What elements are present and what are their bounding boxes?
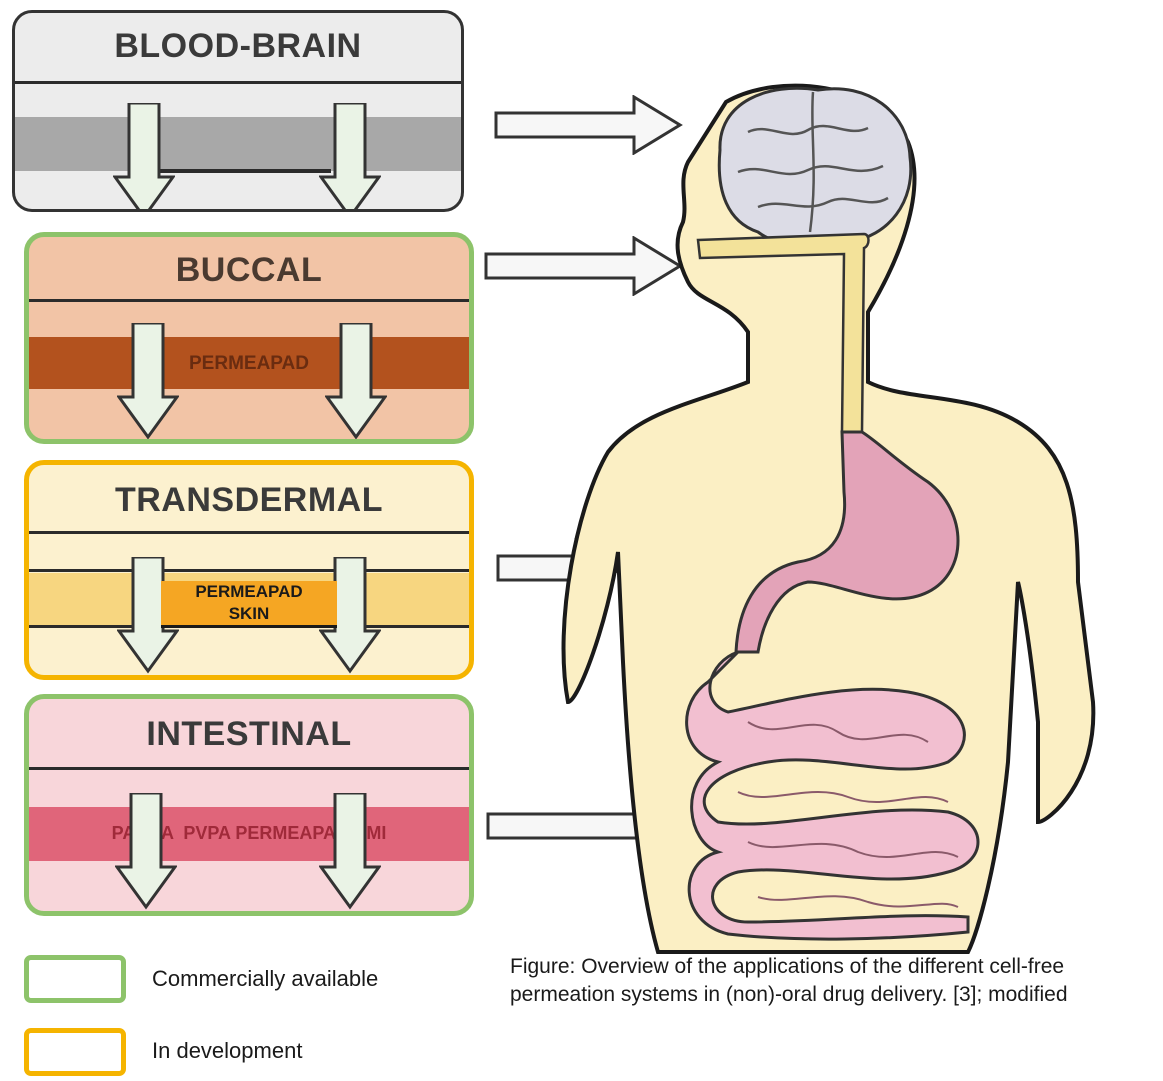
figure-caption-line1: Figure: Overview of the applications of … xyxy=(510,953,1163,981)
blood-brain-title: BLOOD-BRAIN xyxy=(15,27,461,66)
intestinal-panel: INTESTINAL PAMPA PVPA PERMEAPAD AMI xyxy=(24,694,474,916)
down-arrow-icon xyxy=(117,323,179,441)
blood-brain-panel: BLOOD-BRAIN xyxy=(12,10,464,212)
down-arrow-icon xyxy=(113,103,175,212)
blood-brain-line-top xyxy=(15,81,461,84)
transdermal-band-label: PERMEAPAD SKIN xyxy=(161,581,337,628)
transdermal-panel: TRANSDERMAL PERMEAPAD SKIN xyxy=(24,460,474,680)
transdermal-line-mid xyxy=(29,569,469,572)
intestinal-line-top xyxy=(29,767,469,770)
buccal-title: BUCCAL xyxy=(29,251,469,290)
legend-swatch-commercial xyxy=(24,955,126,1003)
blood-brain-band xyxy=(15,117,461,171)
buccal-band-label: PERMEAPAD xyxy=(29,353,469,375)
down-arrow-icon xyxy=(115,793,177,911)
legend-label-development: In development xyxy=(152,1038,302,1064)
intestinal-title: INTESTINAL xyxy=(29,715,469,754)
intestinal-band-label: PAMPA PVPA PERMEAPAD AMI xyxy=(29,823,469,844)
down-arrow-icon xyxy=(325,323,387,441)
human-body-illustration xyxy=(548,62,1108,962)
buccal-line-top xyxy=(29,299,469,302)
transdermal-line-top xyxy=(29,531,469,534)
buccal-panel: BUCCAL PERMEAPAD xyxy=(24,232,474,444)
down-arrow-icon xyxy=(319,103,381,212)
legend-label-commercial: Commercially available xyxy=(152,966,378,992)
figure-caption-line2: permeation systems in (non)-oral drug de… xyxy=(510,981,1163,1009)
transdermal-title: TRANSDERMAL xyxy=(29,481,469,520)
legend-swatch-development xyxy=(24,1028,126,1076)
transdermal-band-label-line2: SKIN xyxy=(161,603,337,625)
transdermal-band-label-line1: PERMEAPAD xyxy=(161,581,337,603)
figure-caption: Figure: Overview of the applications of … xyxy=(510,953,1163,1009)
down-arrow-icon xyxy=(319,793,381,911)
